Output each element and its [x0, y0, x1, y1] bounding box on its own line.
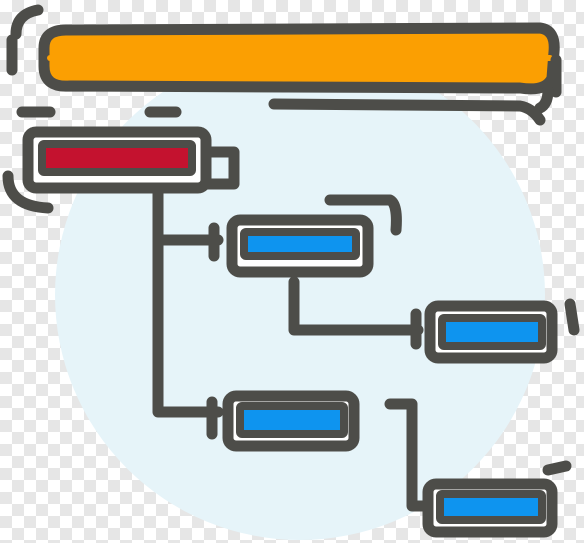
child-node	[410, 298, 580, 364]
child-node	[208, 194, 402, 278]
header-bar	[38, 22, 560, 95]
header-underline	[268, 98, 546, 126]
sketch-accent	[2, 170, 54, 214]
child-node	[422, 460, 572, 538]
child-node	[206, 390, 360, 452]
connector-line	[288, 276, 424, 336]
sketch-accent	[534, 84, 554, 114]
connector-line	[152, 186, 224, 418]
sketch-accent	[10, 4, 44, 40]
connector-line	[384, 398, 436, 512]
root-node	[22, 126, 240, 194]
backdrop-circle	[55, 50, 545, 540]
